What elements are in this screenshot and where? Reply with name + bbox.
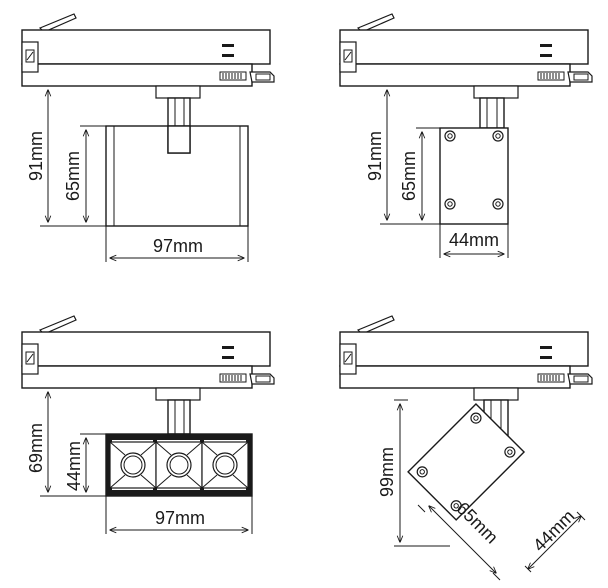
dim-91mm-label: 91mm bbox=[365, 131, 385, 181]
dim-91mm-label: 91mm bbox=[26, 131, 46, 181]
dim-69mm-label: 69mm bbox=[26, 423, 46, 473]
dim-44mm-label: 44mm bbox=[64, 441, 84, 491]
side-view-plain: 91mm 65mm 97mm bbox=[21, 13, 275, 262]
tilted-view: 99mm 65mm 44mm bbox=[339, 315, 593, 581]
dim-97mm-label: 97mm bbox=[153, 236, 203, 256]
dim-44mm-label: 44mm bbox=[449, 230, 499, 250]
dim-65mm-label: 65mm bbox=[452, 498, 502, 548]
dim-44mm-label: 44mm bbox=[529, 506, 579, 556]
front-view: 91mm 65mm 44mm bbox=[339, 13, 593, 258]
dim-99mm-label: 99mm bbox=[377, 447, 397, 497]
side-view-lenses: 69mm 44mm 97mm bbox=[21, 315, 275, 534]
dim-97mm-label: 97mm bbox=[155, 508, 205, 528]
dim-65mm-label: 65mm bbox=[399, 151, 419, 201]
dim-65mm-label: 65mm bbox=[63, 151, 83, 201]
